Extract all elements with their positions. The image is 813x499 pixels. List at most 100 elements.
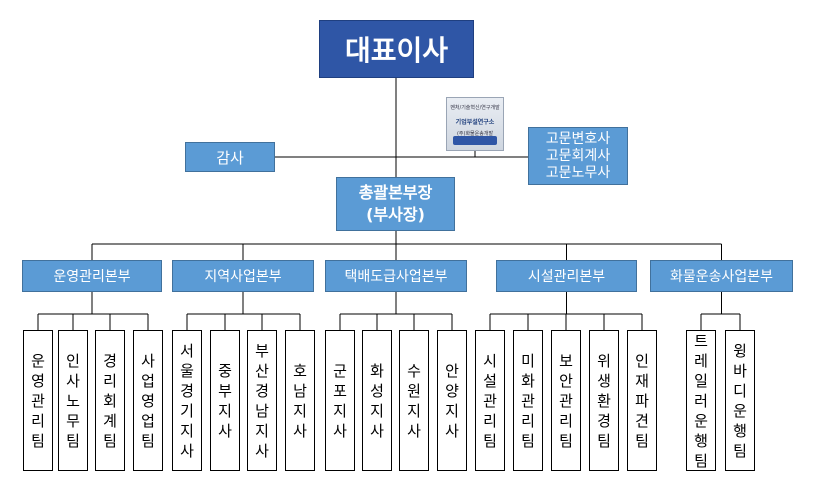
team-label-char: 영 xyxy=(31,371,45,390)
team-label-char: 지 xyxy=(255,421,269,440)
team-label-char: 경 xyxy=(103,351,117,370)
team-label-char: 팀 xyxy=(635,431,649,450)
advisors-box: 고문변호사 고문회계사 고문노무사 xyxy=(528,127,628,185)
team-label-char: 부 xyxy=(218,381,232,400)
team-label-char: 회 xyxy=(103,391,117,410)
team-label-char: 리 xyxy=(483,411,497,430)
team-label-char: 지 xyxy=(445,401,459,420)
team-label-char: 경 xyxy=(255,381,269,400)
team-label-char: 팀 xyxy=(483,431,497,450)
team-label-char: 행 xyxy=(733,421,747,440)
team-label-char: 군 xyxy=(333,361,347,380)
team-label-char: 업 xyxy=(141,371,155,390)
team-label-char: 기 xyxy=(180,401,194,420)
team-label-char: 사 xyxy=(445,421,459,440)
team-label-char: 화 xyxy=(370,361,384,380)
team-label-char: 사 xyxy=(66,371,80,390)
team-label-char: 디 xyxy=(733,381,747,400)
team-label-char: 울 xyxy=(180,361,194,380)
team-label-char: 원 xyxy=(407,381,421,400)
team-label-char: 보 xyxy=(559,351,573,370)
team-label-char: 리 xyxy=(31,411,45,430)
team-label-char: 사 xyxy=(141,351,155,370)
team-label-char: 팀 xyxy=(521,431,535,450)
team-label-char: 미 xyxy=(521,351,535,370)
team-label-char: 남 xyxy=(293,381,307,400)
badge-line-1: 벤처/기술혁신/연구개발 xyxy=(450,105,500,111)
team-label-char: 사 xyxy=(255,441,269,460)
team-label-char: 성 xyxy=(370,381,384,400)
team-label-char: 지 xyxy=(180,421,194,440)
auditor-box: 감사 xyxy=(185,142,275,172)
advisor-accountant: 고문회계사 xyxy=(545,147,611,164)
team-label-char: 운 xyxy=(694,411,708,430)
team-label-char: 일 xyxy=(694,371,708,390)
team-label-char: 시 xyxy=(483,351,497,370)
team-label-char: 경 xyxy=(180,381,194,400)
team-label-char: 윙 xyxy=(733,341,747,360)
team-label-char: 팀 xyxy=(694,451,708,470)
team-label-char: 인 xyxy=(635,351,649,370)
division-box: 운영관리본부 xyxy=(22,260,162,292)
team-label-char: 행 xyxy=(694,431,708,450)
team-label-char: 팀 xyxy=(31,431,45,450)
team-label-char: 관 xyxy=(559,391,573,410)
team-label-char: 파 xyxy=(635,391,649,410)
division-box: 지역사업본부 xyxy=(172,260,314,292)
badge-seal xyxy=(453,136,497,145)
advisor-lawyer: 고문변호사 xyxy=(545,130,611,147)
team-label-char: 사 xyxy=(333,421,347,440)
division-box: 화물운송사업본부 xyxy=(650,260,793,292)
general-manager-box: 총괄본부장 (부사장) xyxy=(336,177,455,231)
ceo-box: 대표이사 xyxy=(319,20,474,78)
team-label-char: 안 xyxy=(445,361,459,380)
general-manager-subtitle: (부사장) xyxy=(366,205,425,224)
team-label-char: 남 xyxy=(255,401,269,420)
team-label-char: 계 xyxy=(103,411,117,430)
team-label-char: 부 xyxy=(255,341,269,360)
team-label-char: 재 xyxy=(635,371,649,390)
team-label-char: 서 xyxy=(180,341,194,360)
team-label-char: 호 xyxy=(293,361,307,380)
team-label-char: 운 xyxy=(31,351,45,370)
badge-line-2: 기업부설연구소 xyxy=(455,119,495,126)
team-label-char: 레 xyxy=(694,351,708,370)
team-label-char: 사 xyxy=(407,421,421,440)
team-label-char: 환 xyxy=(597,391,611,410)
team-label-char: 사 xyxy=(180,441,194,460)
team-label-char: 위 xyxy=(597,351,611,370)
team-label-char: 생 xyxy=(597,371,611,390)
team-label-char: 사 xyxy=(370,421,384,440)
team-label-char: 지 xyxy=(218,401,232,420)
team-label-char: 수 xyxy=(407,361,421,380)
badge-line-3: (주)화물운송개발 xyxy=(456,131,494,137)
team-label-char: 지 xyxy=(333,401,347,420)
team-label-char: 업 xyxy=(141,411,155,430)
team-label-char: 팀 xyxy=(733,441,747,460)
team-label-char: 인 xyxy=(66,351,80,370)
team-label-char: 사 xyxy=(293,421,307,440)
team-label-char: 양 xyxy=(445,381,459,400)
team-label-char: 사 xyxy=(218,421,232,440)
division-box: 시설관리본부 xyxy=(496,260,637,292)
